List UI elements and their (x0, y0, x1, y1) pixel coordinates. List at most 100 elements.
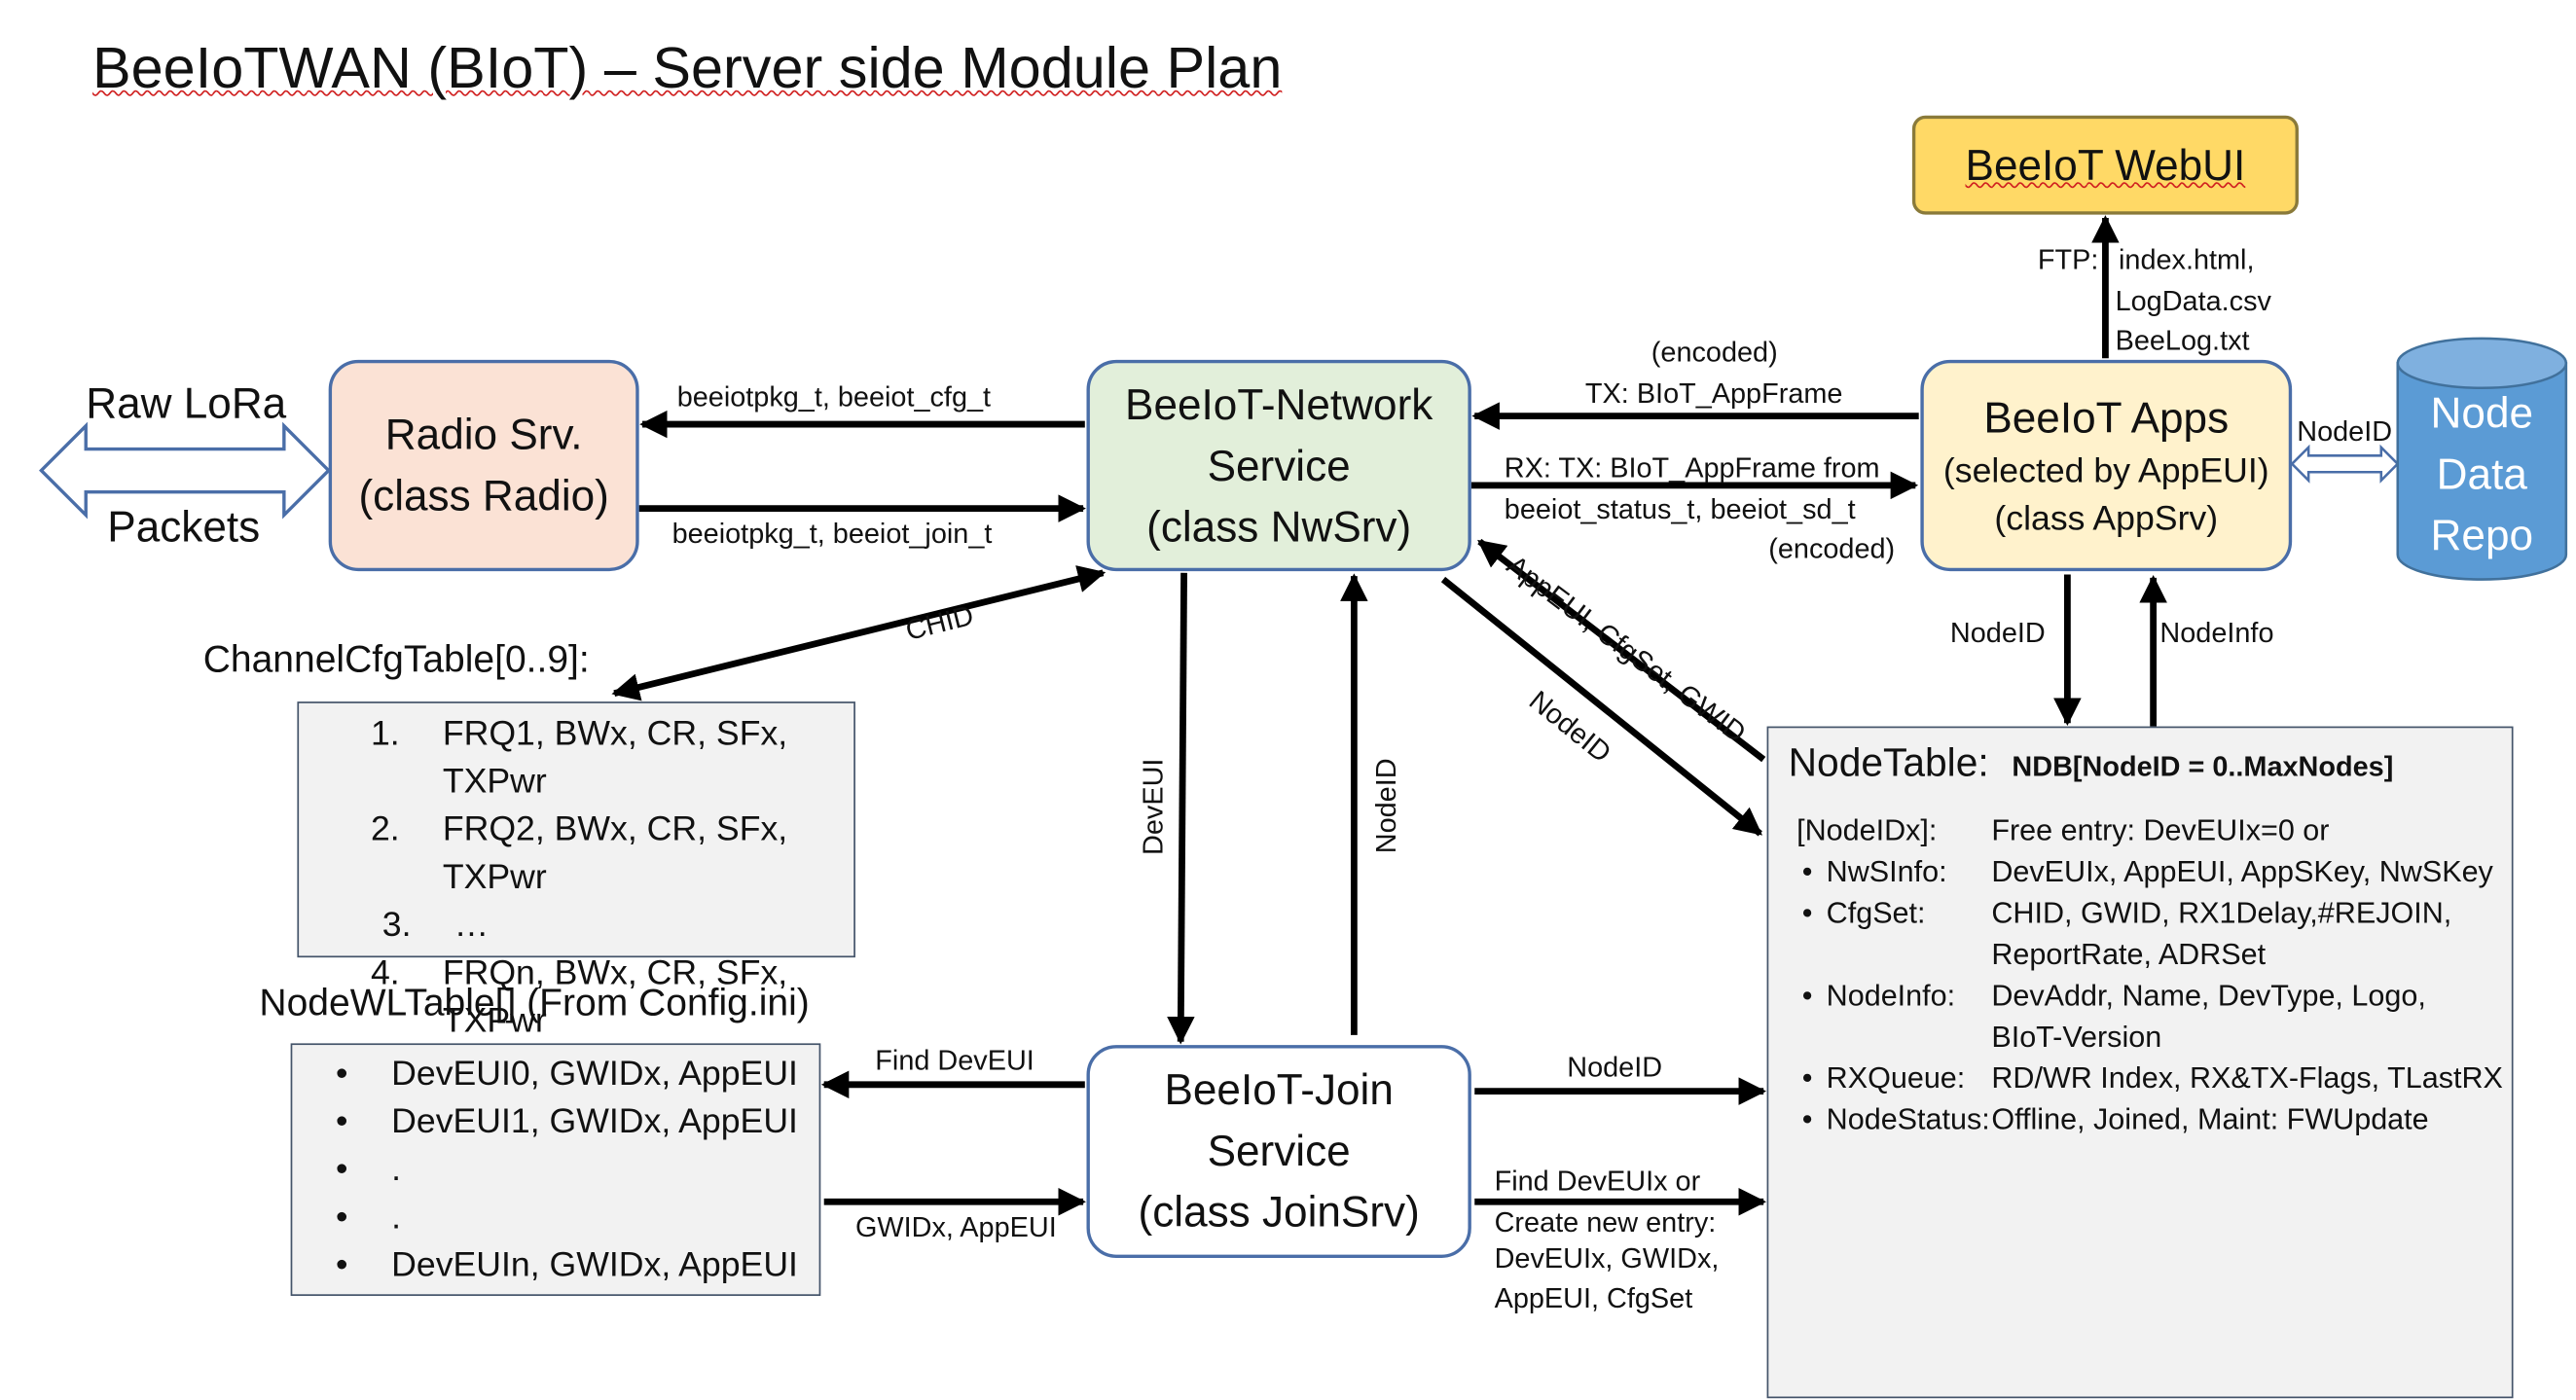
nodewl-row: • . (292, 1146, 818, 1194)
channel-row-text: FRQn, BWx, CR, SFx, TXPwr (442, 953, 788, 1040)
node-table-subtitle: NDB[NodeID = 0..MaxNodes] (2012, 751, 2394, 783)
node-table-value: Free entry: DevEUIx=0 or (1991, 813, 2330, 847)
edge-label-join-create-4: AppEUI, CfgSet (1494, 1282, 1693, 1314)
node-table-key: CfgSet: (1826, 896, 1926, 930)
node-table-bullet: • (1801, 854, 1813, 888)
node-table-bullet: • (1801, 979, 1813, 1013)
edge-label-encoded-top: (encoded) (1651, 337, 1778, 369)
node-table-key (1827, 934, 1992, 975)
repo-line-2: Data (2436, 449, 2527, 499)
network-class: (class NwSrv) (1146, 500, 1412, 551)
node-table-row: • NwSInfo: DevEUIx, AppEUI, AppSKey, NwS… (1789, 852, 2512, 893)
repo-cylinder (2396, 337, 2568, 581)
node-table-bullet (1789, 1017, 1827, 1058)
network-subtitle: Service (1207, 440, 1351, 490)
apps-selector: (selected by AppEUI) (1942, 451, 2269, 490)
nodewl-row-text: DevEUI1, GWIDx, AppEUI (391, 1102, 798, 1141)
edge-label-nw-to-radio: beeiotpkg_t, beeiot_cfg_t (676, 380, 992, 413)
edge-label-nw-to-join: DevEUI (1138, 758, 1170, 855)
nodewl-bullet: • (335, 1102, 348, 1141)
ftp-file-index: index.html, (2118, 244, 2255, 276)
radio-service-box[interactable]: Radio Srv. (class Radio) (328, 359, 639, 572)
nodewl-bullet: • (335, 1055, 348, 1094)
node-table-bullet: • (1801, 896, 1813, 930)
node-table-row: • NodeInfo: DevAddr, Name, DevType, Logo… (1789, 976, 2512, 1017)
channel-row: 3. … (299, 901, 853, 949)
raw-lora-double-arrow (39, 421, 332, 520)
repo-line-1: Node (2430, 387, 2534, 438)
node-table-bullet: • (1801, 1102, 1813, 1136)
node-table-key: NodeInfo: (1826, 979, 1956, 1013)
edge-label-join-to-nw: NodeID (1370, 758, 1402, 854)
arrow-nw-to-table (1440, 576, 1763, 837)
node-table-title: NodeTable: (1788, 740, 1989, 786)
node-table-bullet: • (1801, 1061, 1813, 1095)
repo-line-3: Repo (2430, 510, 2534, 560)
edge-label-nw-to-apps-2: beeiot_status_t, beeiot_sd_t (1504, 493, 1856, 525)
node-table-row: [NodeIDx]: Free entry: DevEUIx=0 or (1789, 810, 2512, 851)
edge-label-join-find: Find DevEUI (875, 1045, 1034, 1077)
nodewl-row: • . (292, 1194, 818, 1241)
node-table-value: DevEUIx, AppEUI, AppSKey, NwSKey (1991, 854, 2493, 888)
node-table-bullet (1789, 934, 1827, 975)
join-service-box[interactable]: BeeIoT-Join Service (class JoinSrv) (1086, 1045, 1471, 1258)
node-table-key: NwSInfo: (1826, 854, 1947, 888)
channel-table-title: ChannelCfgTable[0..9]: (202, 636, 590, 681)
arrow-table-to-nw (1477, 538, 1766, 763)
node-table-panel: NodeTable: NDB[NodeID = 0..MaxNodes] [No… (1766, 726, 2514, 1399)
edge-label-join-create-2: Create new entry: (1494, 1206, 1717, 1238)
join-class: (class JoinSrv) (1138, 1186, 1420, 1237)
nodewl-bullet: • (335, 1150, 348, 1189)
join-title: BeeIoT-Join (1164, 1064, 1394, 1115)
apps-title: BeeIoT Apps (1983, 392, 2230, 443)
node-table-key (1827, 1017, 1992, 1058)
channel-row-number: 4. (370, 953, 400, 992)
network-service-box[interactable]: BeeIoT-Network Service (class NwSrv) (1086, 359, 1471, 572)
webui-box[interactable]: BeeIoT WebUI (1911, 115, 2299, 215)
channel-row-number: 3. (381, 906, 412, 945)
node-table-value: Offline, Joined, Maint: FWUpdate (1991, 1102, 2429, 1136)
nodewl-bullet: • (335, 1198, 348, 1237)
nodewl-row: • DevEUI1, GWIDx, AppEUI (292, 1097, 818, 1145)
edge-label-ftp: FTP: (2037, 244, 2099, 276)
nodewl-row: • DevEUIn, GWIDx, AppEUI (292, 1241, 818, 1289)
node-table-header: NodeTable: NDB[NodeID = 0..MaxNodes] (1789, 741, 2512, 788)
edge-label-apps-to-nw: TX: BIoT_AppFrame (1584, 377, 1843, 410)
apps-service-box[interactable]: BeeIoT Apps (selected by AppEUI) (class … (1920, 359, 2293, 572)
edge-label-wl-to-join: GWIDx, AppEUI (854, 1211, 1057, 1243)
channel-table-panel: 1. FRQ1, BWx, CR, SFx, TXPwr 2. FRQ2, BW… (297, 701, 855, 1040)
node-table-value: DevAddr, Name, DevType, Logo, (1991, 979, 2426, 1013)
edge-label-join-to-table: NodeID (1567, 1051, 1663, 1084)
node-table-value: RD/WR Index, RX&TX-Flags, TLastRX (1991, 1061, 2503, 1095)
node-data-repo[interactable]: Node Data Repo (2398, 383, 2566, 566)
nodewl-row: • DevEUI0, GWIDx, AppEUI (292, 1050, 818, 1097)
node-table-row: • RXQueue: RD/WR Index, RX&TX-Flags, TLa… (1789, 1059, 2512, 1099)
raw-lora-label: Raw LoRa (86, 377, 287, 428)
nodewl-row-text: . (391, 1198, 402, 1237)
channel-row-text: FRQ2, BWx, CR, SFx, TXPwr (442, 810, 788, 897)
ftp-file-beelog: BeeLog.txt (2115, 325, 2250, 357)
node-table-value: BIoT-Version (1991, 1020, 2162, 1054)
nodewl-row-text: DevEUIn, GWIDx, AppEUI (391, 1246, 798, 1285)
packets-label: Packets (107, 501, 261, 552)
network-title: BeeIoT-Network (1125, 378, 1433, 429)
channel-row-number: 2. (370, 810, 400, 849)
node-table-row: ReportRate, ADRSet (1789, 934, 2512, 975)
node-table-row: BIoT-Version (1789, 1017, 2512, 1058)
webui-label: BeeIoT WebUI (1965, 139, 2246, 190)
apps-repo-double-arrow (2290, 444, 2400, 484)
nodewl-row-text: . (391, 1150, 402, 1189)
arrow-channel-nw-bidir (611, 565, 1107, 701)
nodewl-table-panel: • DevEUI0, GWIDx, AppEUI • DevEUI1, GWID… (290, 1043, 821, 1296)
node-table-row: • CfgSet: CHID, GWID, RX1Delay,#REJOIN, (1789, 893, 2512, 934)
nodewl-row-text: DevEUI0, GWIDx, AppEUI (391, 1055, 798, 1094)
edge-label-radio-to-nw: beeiotpkg_t, beeiot_join_t (671, 518, 993, 551)
edge-label-apps-repo: NodeID (2297, 415, 2393, 448)
node-table-value: ReportRate, ADRSet (1991, 937, 2267, 971)
edge-label-nw-to-apps-1: RX: TX: BIoT_AppFrame from (1504, 451, 1880, 485)
ftp-file-logdata: LogData.csv (2115, 285, 2271, 317)
node-table-key: [NodeIDx]: (1796, 813, 1938, 847)
nodewl-table-title: NodeWLTable[] (From Config.ini) (259, 980, 810, 1024)
